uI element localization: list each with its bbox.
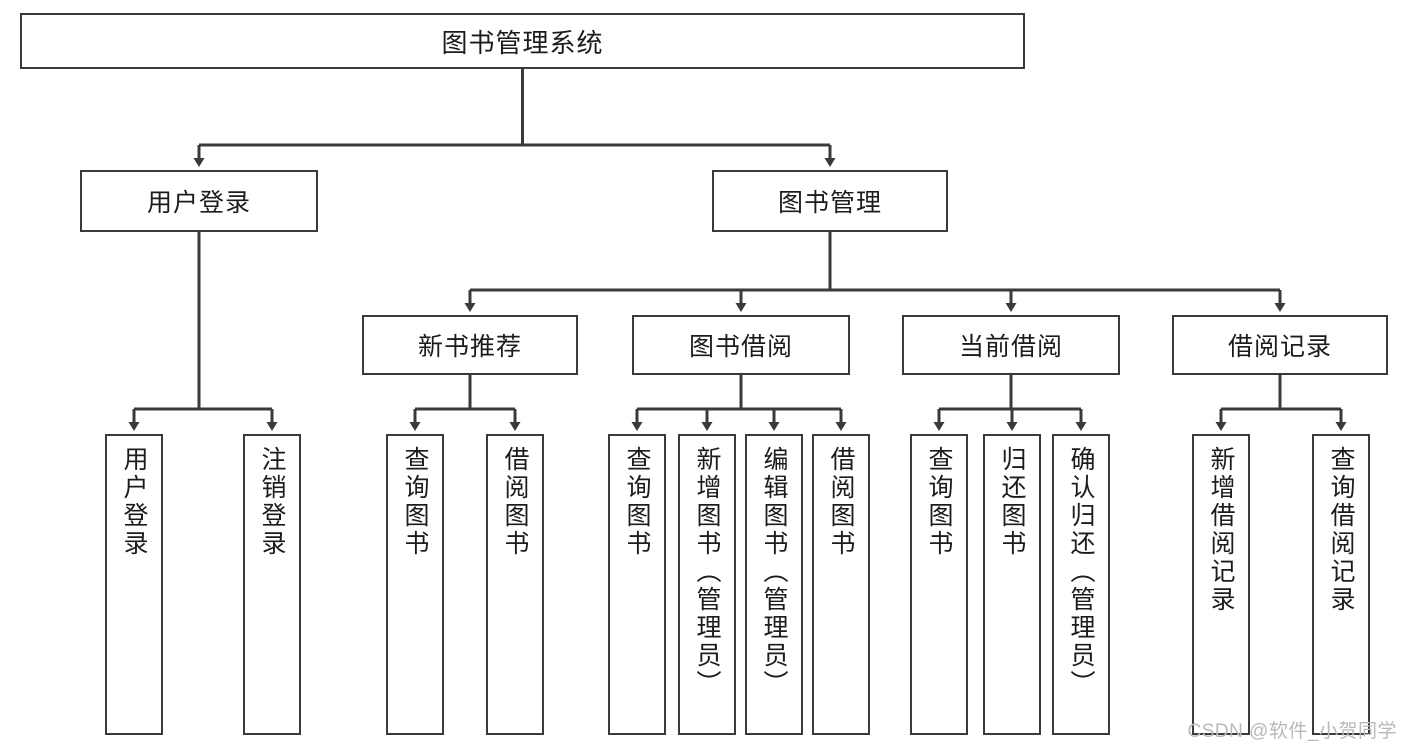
node-root[interactable]: 图书管理系统 [20,13,1025,69]
csdn-watermark: CSDN @软件_小贺同学 [1187,721,1397,742]
node-label: 查询图书 [401,446,429,558]
node-label: 借阅记录 [1227,333,1332,361]
node-leaf-query-book-recommend[interactable]: 查询图书 [386,434,444,735]
node-leaf-user-login[interactable]: 用户登录 [105,434,163,735]
node-leaf-query-book-current[interactable]: 查询图书 [910,434,968,735]
node-book-manage[interactable]: 图书管理 [712,170,948,232]
node-label: 图书借阅 [688,333,793,361]
node-label: 借阅图书 [827,446,855,558]
node-current-borrow[interactable]: 当前借阅 [902,315,1120,375]
node-label: 编辑图书（管理员） [760,446,788,698]
node-label: 借阅图书 [501,446,529,558]
node-new-book-recommend[interactable]: 新书推荐 [362,315,578,375]
node-leaf-add-book-admin[interactable]: 新增图书（管理员） [678,434,736,735]
node-leaf-confirm-return-admin[interactable]: 确认归还（管理员） [1052,434,1110,735]
node-label: 归还图书 [998,446,1026,558]
node-label: 当前借阅 [958,333,1063,361]
node-leaf-add-borrow-record[interactable]: 新增借阅记录 [1192,434,1250,735]
node-leaf-borrow-book-recommend[interactable]: 借阅图书 [486,434,544,735]
node-label: 确认归还（管理员） [1067,446,1095,698]
node-leaf-query-borrow-record[interactable]: 查询借阅记录 [1312,434,1370,735]
node-label: 新增图书（管理员） [693,446,721,698]
node-leaf-query-book-borrow[interactable]: 查询图书 [608,434,666,735]
node-user-login[interactable]: 用户登录 [80,170,318,232]
node-label: 用户登录 [146,189,251,217]
node-borrow-record[interactable]: 借阅记录 [1172,315,1388,375]
node-leaf-return-book[interactable]: 归还图书 [983,434,1041,735]
node-label: 查询图书 [925,446,953,558]
node-leaf-borrow-book-borrow[interactable]: 借阅图书 [812,434,870,735]
node-label: 用户登录 [120,446,148,558]
node-label: 图书管理 [777,189,882,217]
node-book-borrow[interactable]: 图书借阅 [632,315,850,375]
node-leaf-edit-book-admin[interactable]: 编辑图书（管理员） [745,434,803,735]
node-label: 注销登录 [258,446,286,558]
node-label: 新书推荐 [417,333,522,361]
node-label: 查询图书 [623,446,651,558]
node-leaf-logout-login[interactable]: 注销登录 [243,434,301,735]
node-label: 新增借阅记录 [1207,446,1235,614]
node-label: 图书管理系统 [441,27,604,58]
node-label: 查询借阅记录 [1327,446,1355,614]
